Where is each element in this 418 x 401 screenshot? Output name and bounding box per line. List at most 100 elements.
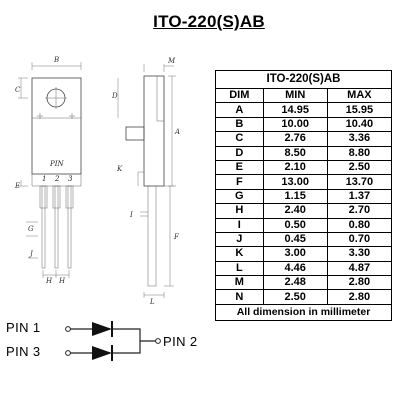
side-view: M A I F K L D [111,57,180,306]
cell-min: 3.00 [262,246,328,262]
cell-max: 8.80 [326,145,393,161]
front-view: B C E G J H H PIN 1 2 3 [14,56,82,285]
dim-b-line [31,62,82,70]
front-pin-1-shoulder [39,185,48,209]
cell-min: 14.95 [262,102,328,118]
dim-letter-e: E [14,182,20,190]
diode-2-triangle [92,346,112,360]
cell-dim: M [215,275,264,291]
front-body-outline [31,77,82,175]
cell-min: 13.00 [262,174,328,190]
cell-min: 4.46 [262,260,328,277]
front-pin-2-shoulder [52,185,61,209]
pin3-terminal [65,350,71,356]
dim-letter-k: K [116,165,123,173]
pin-number-1: 1 [42,175,46,183]
cell-min: 2.50 [262,289,328,305]
cell-dim: G [215,188,264,205]
cell-max: 10.40 [326,116,393,133]
dim-l-line [143,292,165,298]
dim-letter-d: D [111,92,118,100]
dim-letter-c: C [15,86,21,94]
schematic-wires [70,328,156,354]
cell-max: 3.30 [326,246,393,262]
marker-crosses [37,113,75,119]
cell-min: 2.40 [262,203,328,219]
side-tab [156,75,165,122]
cell-dim: I [215,217,264,233]
cell-min: 2.10 [262,159,328,176]
cell-min: 2.48 [262,275,328,291]
cell-max: 2.70 [326,203,393,219]
cell-dim: F [215,174,264,190]
cell-max: 0.70 [326,231,393,248]
dim-letter-h-1: H [45,277,53,285]
cell-dim: N [215,289,264,305]
cell-max: 4.87 [326,260,393,277]
dim-k-line [137,171,144,186]
page-title: ITO-220(S)AB [153,12,265,31]
dim-letter-a: A [174,128,180,136]
cell-dim: E [215,159,264,176]
pin-word: PIN [49,160,64,168]
pin3-label: PIN 3 [6,344,41,359]
cell-max: 2.80 [326,275,393,291]
cell-dim: A [215,102,264,118]
cell-max: 0.80 [326,217,393,233]
dim-e-line [18,180,28,187]
cell-dim: C [215,131,264,147]
cell-dim: L [215,260,264,277]
cell-min: 0.50 [262,217,328,233]
cell-dim: D [215,145,264,161]
dim-letter-g: G [28,225,34,233]
pin-number-2: 2 [54,175,60,183]
dim-letter-l: L [149,298,155,306]
dim-letter-j: J [28,250,34,258]
diode-schematic [65,321,161,361]
cell-max: 3.36 [326,131,393,147]
dim-h-line [42,270,70,278]
dim-c-line [18,77,28,99]
side-body-outline [143,75,165,187]
pin1-label: PIN 1 [6,320,41,335]
cell-min: 2.76 [262,131,328,147]
cell-dim: J [215,231,264,248]
cell-max: 2.80 [326,289,393,305]
cell-min: 0.45 [262,231,328,248]
dim-letter-h-2: H [58,277,66,285]
cell-min: 8.50 [262,145,328,161]
table-caption: ITO-220(S)AB [215,70,392,89]
front-pin-3 [67,185,72,269]
pin2-label: PIN 2 [163,334,198,349]
cell-dim: H [215,203,264,219]
header-min: MIN [262,87,328,104]
dim-m-line [143,64,174,72]
side-bump [125,126,145,141]
table-footer: All dimension in millimeter [215,303,392,321]
header-max: MAX [326,87,393,104]
dim-letter-b: B [53,56,59,64]
cell-dim: B [215,116,264,133]
dim-letter-i: I [129,211,133,219]
pin-number-3: 3 [68,175,73,183]
front-pin-1 [41,185,46,269]
cell-dim: K [215,246,264,262]
cell-max: 2.50 [326,159,393,176]
header-dim: DIM [215,87,264,104]
front-pin-2 [54,185,59,269]
dim-i-line [140,211,148,217]
pin1-terminal [65,326,71,332]
dim-letter-f: F [173,233,180,241]
